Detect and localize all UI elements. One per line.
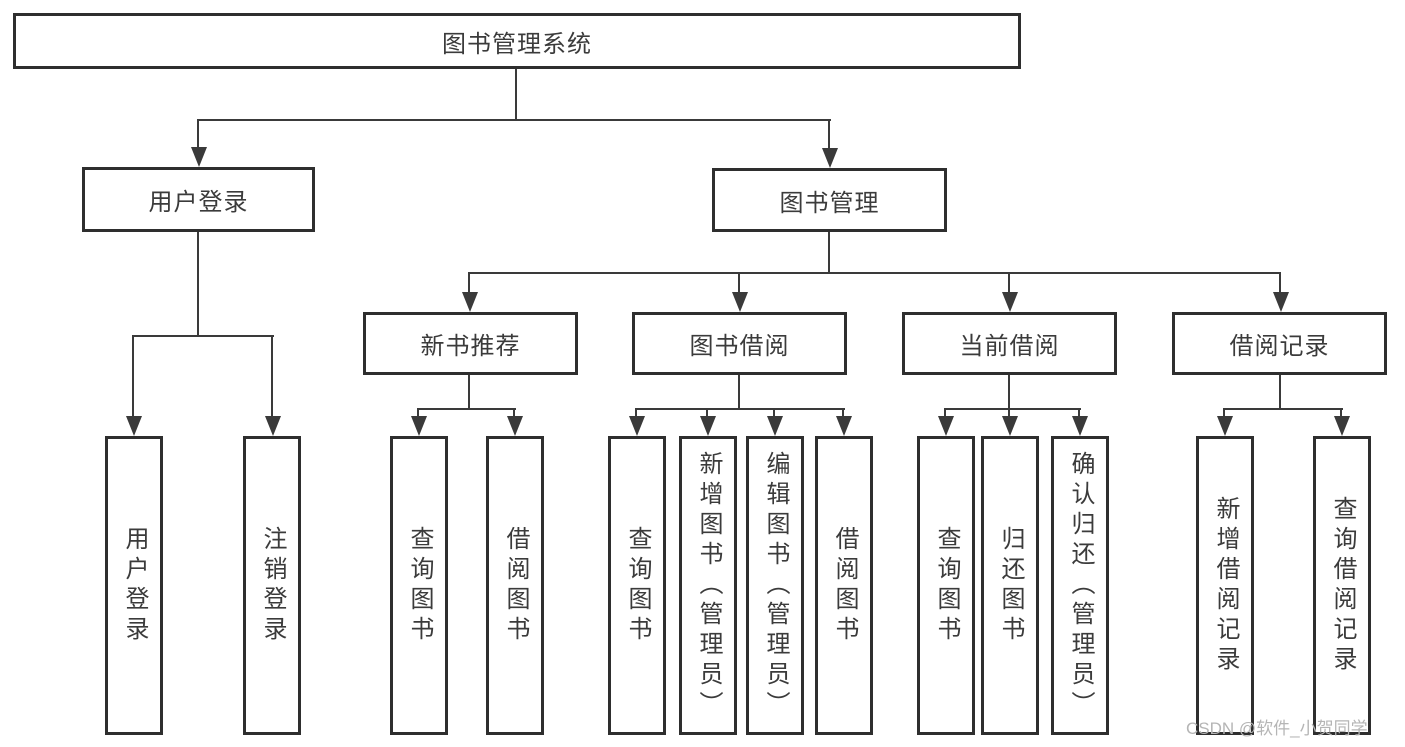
leaf-bb-borrow-books-label: 借阅图书	[831, 525, 858, 646]
arrowhead-icon	[1217, 416, 1233, 436]
connector-line	[515, 69, 517, 119]
connector-line	[1340, 408, 1342, 418]
leaf-bb-edit-books-admin-label: 编辑图书（管理员）	[762, 450, 789, 721]
connector-line	[513, 408, 515, 418]
node-current-borrow: 当前借阅	[902, 312, 1117, 375]
node-borrow-records-label: 借阅记录	[1229, 333, 1330, 360]
leaf-cb-confirm-return-admin: 确认归还（管理员）	[1051, 436, 1109, 735]
arrowhead-icon	[1002, 416, 1018, 436]
connector-line	[468, 272, 470, 294]
connector-line	[1008, 408, 1010, 418]
leaf-nb-borrow-books-label: 借阅图书	[502, 525, 529, 646]
arrowhead-icon	[1072, 416, 1088, 436]
leaf-cb-query-books-label: 查询图书	[933, 525, 960, 646]
leaf-nb-borrow-books: 借阅图书	[486, 436, 544, 735]
leaf-br-add-record-label: 新增借阅记录	[1212, 495, 1239, 676]
node-book-management: 图书管理	[712, 168, 947, 232]
connector-line	[1279, 272, 1281, 294]
node-current-borrow-label: 当前借阅	[959, 333, 1060, 360]
leaf-br-query-record-label: 查询借阅记录	[1329, 495, 1356, 676]
connector-line	[706, 408, 708, 418]
leaf-bb-query-books-label: 查询图书	[624, 525, 651, 646]
connector-line	[1279, 375, 1281, 409]
node-new-book-recommend: 新书推荐	[363, 312, 578, 375]
arrowhead-icon	[191, 147, 207, 167]
connector-line	[773, 408, 775, 418]
connector-line	[828, 232, 830, 273]
connector-line	[468, 375, 470, 409]
arrowhead-icon	[732, 292, 748, 312]
connector-line	[842, 408, 844, 418]
leaf-bb-edit-books-admin: 编辑图书（管理员）	[746, 436, 804, 735]
node-root-label: 图书管理系统	[442, 30, 592, 58]
arrowhead-icon	[938, 416, 954, 436]
connector-line	[1078, 408, 1080, 418]
arrowhead-icon	[836, 416, 852, 436]
connector-line	[945, 408, 1081, 410]
leaf-br-add-record: 新增借阅记录	[1196, 436, 1254, 735]
arrowhead-icon	[1334, 416, 1350, 436]
connector-line	[418, 408, 516, 410]
connector-line	[1008, 375, 1010, 409]
leaf-cb-return-books: 归还图书	[981, 436, 1039, 735]
arrowhead-icon	[411, 416, 427, 436]
arrowhead-icon	[700, 416, 716, 436]
leaf-cb-query-books: 查询图书	[917, 436, 975, 735]
arrowhead-icon	[629, 416, 645, 436]
connector-line	[828, 119, 830, 150]
connector-line	[738, 272, 740, 294]
leaf-nb-query-books-label: 查询图书	[406, 525, 433, 646]
leaf-user-login: 用户登录	[105, 436, 163, 735]
connector-line	[417, 408, 419, 418]
csdn-watermark: CSDN @软件_小贺同学	[1186, 719, 1368, 738]
leaf-bb-add-books-admin-label: 新增图书（管理员）	[695, 450, 722, 721]
arrowhead-icon	[507, 416, 523, 436]
node-root: 图书管理系统	[13, 13, 1021, 69]
connector-line	[635, 408, 637, 418]
connector-line	[738, 375, 740, 409]
connector-line	[1223, 408, 1225, 418]
connector-line	[132, 335, 134, 418]
leaf-logout-label: 注销登录	[259, 525, 286, 646]
connector-line	[1008, 272, 1010, 294]
connector-line	[198, 119, 831, 121]
arrowhead-icon	[767, 416, 783, 436]
leaf-cb-confirm-return-admin-label: 确认归还（管理员）	[1067, 450, 1094, 721]
connector-line	[469, 272, 1281, 274]
leaf-bb-borrow-books: 借阅图书	[815, 436, 873, 735]
connector-line	[1224, 408, 1343, 410]
leaf-logout: 注销登录	[243, 436, 301, 735]
leaf-br-query-record: 查询借阅记录	[1313, 436, 1371, 735]
node-new-book-recommend-label: 新书推荐	[420, 333, 521, 360]
connector-line	[271, 335, 273, 418]
connector-line	[133, 335, 274, 337]
arrowhead-icon	[126, 416, 142, 436]
leaf-user-login-label: 用户登录	[121, 525, 148, 646]
connector-line	[197, 119, 199, 150]
connector-line	[636, 408, 845, 410]
connector-line	[944, 408, 946, 418]
leaf-bb-query-books: 查询图书	[608, 436, 666, 735]
node-book-borrow: 图书借阅	[632, 312, 847, 375]
arrowhead-icon	[822, 148, 838, 168]
leaf-nb-query-books: 查询图书	[390, 436, 448, 735]
leaf-bb-add-books-admin: 新增图书（管理员）	[679, 436, 737, 735]
connector-line	[197, 232, 199, 336]
node-user-login-label: 用户登录	[148, 189, 249, 216]
arrowhead-icon	[462, 292, 478, 312]
leaf-cb-return-books-label: 归还图书	[997, 525, 1024, 646]
node-user-login: 用户登录	[82, 167, 315, 232]
node-book-management-label: 图书管理	[779, 189, 880, 217]
node-book-borrow-label: 图书借阅	[689, 333, 790, 360]
arrowhead-icon	[1273, 292, 1289, 312]
arrowhead-icon	[1002, 292, 1018, 312]
node-borrow-records: 借阅记录	[1172, 312, 1387, 375]
arrowhead-icon	[265, 416, 281, 436]
